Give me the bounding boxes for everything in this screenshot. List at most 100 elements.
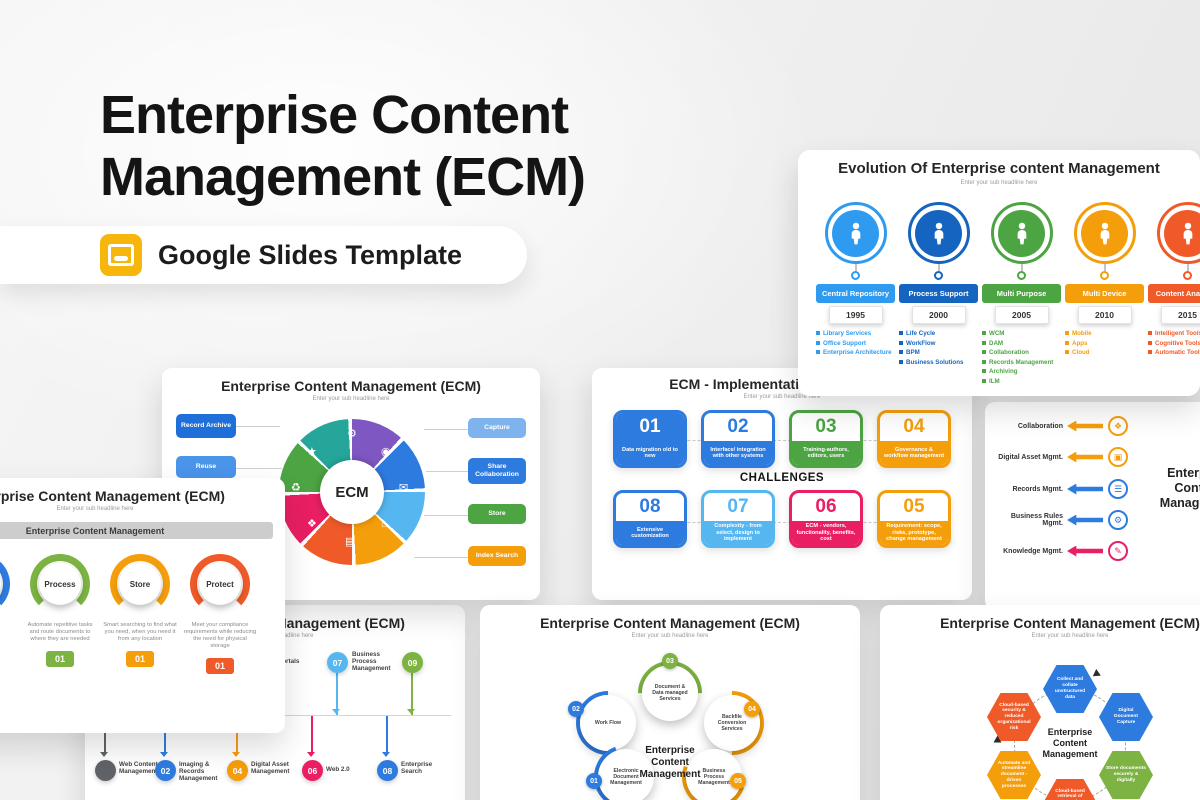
slide-title: Enterprise Content Management (ECM): [940, 615, 1200, 631]
challenge-box: 05 Requirement: scope, risks, prototype,…: [877, 490, 951, 548]
list-item: Mobile: [1065, 330, 1144, 337]
bullet-square: [899, 359, 903, 364]
node-label: Share Collaboration: [475, 463, 519, 478]
arch-label: Protect: [199, 563, 241, 605]
milestone-year: 2000: [911, 306, 966, 324]
milestone-label: Central Repository: [816, 284, 895, 303]
bullet-square: [899, 331, 903, 335]
slide-card-cycle: Enterprise Content Management (ECM) Ente…: [880, 605, 1200, 800]
timeline-label: Digital Asset Management: [251, 761, 290, 776]
bullet-square: [816, 350, 820, 354]
cycle-node: Automate and streamline document - drive…: [987, 751, 1041, 799]
list-item: Collaboration: [982, 349, 1061, 356]
connector-line: [622, 440, 942, 441]
list-item-label: Office Support: [823, 339, 866, 347]
slide-bar-glyph: [114, 256, 128, 261]
list-item: Intelligent Tools: [1148, 330, 1200, 337]
arch-column: Process Automate repetitive tasks and ro…: [22, 554, 98, 674]
challenge-text: Requirement: scope, risks, prototype, ch…: [880, 521, 948, 545]
node-label: Index Search: [475, 552, 519, 559]
bullet-square: [982, 369, 986, 373]
arch-column-partial: [0, 554, 18, 674]
milestone-ring: [1073, 202, 1136, 264]
petal-label: Work Flow: [580, 695, 636, 751]
cycle-center-label: Enterprise Content Management: [1042, 727, 1098, 759]
slide-title: Enterprise Content Management (ECM): [540, 615, 800, 631]
milestone-year: 1995: [828, 306, 883, 324]
petals-center-label: Enterprise Content Management: [639, 745, 701, 780]
slide-subtitle: Enter your sub headline here: [743, 394, 821, 400]
cycle-node: Collect and collate unstructured data: [1043, 665, 1097, 713]
challenge-box: 03 Training-authors, editors, users: [789, 410, 863, 468]
challenge-text: ECM - vendors, functionality, benefits, …: [792, 521, 860, 545]
list-item: Life Cycle: [899, 330, 978, 337]
arrow-down-icon: [407, 709, 415, 718]
challenge-box: 07 Complexity - from select, design to i…: [701, 490, 775, 548]
timeline-label: Portals: [278, 658, 300, 665]
milestone-label: Content Analytics: [1148, 284, 1200, 303]
node-label: Record Archive: [181, 422, 231, 429]
challenge-number: 04: [903, 416, 925, 437]
bullet-square: [982, 378, 986, 383]
person-icon: [915, 209, 962, 257]
connector-line: [424, 515, 468, 516]
connector-line: [937, 264, 940, 271]
evolution-column: Central Repository 1995 Library Services…: [814, 202, 897, 385]
timeline-label: Business Process Management: [352, 651, 391, 673]
camera-icon: ◉: [381, 446, 391, 458]
slide-subtitle: Enter your sub headline here: [312, 396, 390, 402]
list-item: DAM: [982, 340, 1061, 347]
slide-title: Enterprise Content Management (ECM): [221, 378, 481, 394]
ecm-donut-chart: ⚙ ◉ ✉ ⌂ ▤ ❖ ♻ ★ ECM: [279, 419, 425, 565]
node-label: Store: [488, 510, 506, 517]
bullet-square: [1148, 340, 1152, 345]
bullet-square: [899, 340, 903, 345]
timeline-label: Web Content Management: [119, 761, 158, 776]
arch-columns: Process Automate repetitive tasks and ro…: [0, 554, 285, 674]
arrow-down-icon: [160, 752, 168, 761]
evolution-column: Content Analytics 2015 Intelligent Tools…: [1146, 202, 1200, 385]
ecm-node: Share Collaboration: [468, 458, 526, 484]
list-item-label: Cloud: [1072, 349, 1090, 356]
connector-line: [164, 716, 166, 754]
workflow-row: Digital Asset Mgmt. ▣: [989, 447, 1128, 467]
list-item-label: Enterprise Architecture: [823, 349, 892, 356]
challenge-text: Complexity - from select, design to impl…: [704, 521, 772, 545]
slide-title: Enterprise Content Management (ECM): [0, 488, 225, 504]
cycle-node: Digital Document Capture: [1099, 693, 1153, 741]
person-icon: [1164, 209, 1200, 257]
list-item-label: Intelligent Tools: [1155, 330, 1200, 337]
workflow-row: Business Rules Mgmt. ⚙: [989, 510, 1128, 530]
cycle-node-label: Collect and collate unstructured data: [1054, 677, 1086, 700]
timeline-number: 02: [155, 760, 176, 781]
milestone-items: Intelligent Tools Cognitive Tools Automa…: [1148, 330, 1200, 356]
cycle-node-label: Store documents securely & digitally: [1106, 766, 1146, 783]
person-icon: [998, 209, 1045, 257]
arch-column: Protect Meet your compliance requirement…: [182, 554, 258, 674]
slide-subtitle: Enter your sub headline here: [56, 506, 134, 512]
page-title: Enterprise Content Management (ECM): [100, 84, 586, 208]
connector-line: [854, 264, 857, 271]
list-item: Records Management: [982, 359, 1061, 366]
list-item-label: Business Solutions: [906, 358, 964, 366]
recycle-icon: ♻: [291, 482, 301, 494]
gear-icon: ⚙: [1108, 510, 1128, 530]
milestone-items: WCM DAM Collaboration Records Management…: [982, 330, 1061, 385]
ecm-node: Index Search: [468, 546, 526, 566]
workflow-label: Collaboration: [1017, 422, 1063, 430]
connector-line: [236, 426, 280, 427]
arch-ring: Protect: [190, 554, 250, 614]
challenge-text: Data migration old to new: [616, 441, 684, 465]
arrow-down-icon: [307, 752, 315, 761]
google-slides-icon: [100, 234, 142, 276]
list-item: Apps: [1065, 340, 1144, 347]
timeline-label: Enterprise Search: [401, 761, 433, 776]
challenge-text: Interface/ integration with other system…: [704, 441, 772, 465]
slide-subtitle: Enter your sub headline here: [960, 180, 1038, 186]
challenge-number: 01: [616, 413, 684, 441]
challenge-text: Governance & workflow management: [880, 441, 948, 465]
mail-icon: ✉: [399, 482, 409, 494]
list-item: Automatic Tools: [1148, 349, 1200, 356]
challenge-number: 08: [639, 496, 661, 517]
list-item-label: Archiving: [989, 368, 1018, 375]
